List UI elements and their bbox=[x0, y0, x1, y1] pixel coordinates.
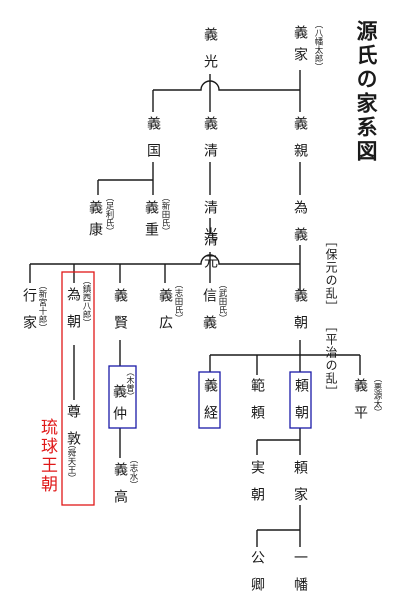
highlight-yoshitsune bbox=[198, 371, 221, 429]
yoriie: 頼家 bbox=[292, 460, 308, 514]
yoshiie: 義家 bbox=[292, 25, 308, 69]
sonton: 尊敦 bbox=[65, 404, 81, 458]
yoshitsune: 義経 bbox=[202, 378, 218, 432]
yoshitaka-note: （志水） bbox=[128, 455, 138, 489]
yoshikata: 義賢 bbox=[112, 288, 128, 342]
ryukyu-dynasty-label: 琉球王朝 bbox=[37, 418, 57, 494]
yoshiyasu-note: （足利氏） bbox=[104, 193, 114, 236]
heiji-rebellion: ［平治の乱］ bbox=[324, 320, 338, 398]
yukiie-note: （新宮十郎） bbox=[37, 281, 47, 332]
ryukyu-box bbox=[61, 271, 95, 506]
yoshiie-note: （八幡太郎） bbox=[313, 20, 323, 71]
yoshihiro: 義広 bbox=[157, 288, 173, 342]
diagram-title: 源氏の家系図 bbox=[354, 20, 379, 164]
yoshitaka: 義高 bbox=[112, 462, 128, 516]
yoritomo: 頼朝 bbox=[293, 378, 309, 432]
tametomo-note: （鎮西八郎） bbox=[81, 276, 91, 327]
noriyori: 範頼 bbox=[249, 378, 265, 432]
yoshishige-note: （新田氏） bbox=[160, 193, 170, 236]
yoshihiro-note: （志田氏） bbox=[173, 280, 183, 323]
yoshimitsu: 義光 bbox=[202, 27, 218, 81]
tameyoshi: 為義 bbox=[292, 200, 308, 254]
ichiman: 一幡 bbox=[292, 550, 308, 604]
tametomo: 為朝 bbox=[65, 287, 81, 341]
nobuyoshi-note: （武田氏） bbox=[217, 280, 227, 323]
yoshitomo: 義朝 bbox=[292, 288, 308, 342]
yoshiyasu: 義康 bbox=[87, 200, 103, 244]
highlight-yoshinaka bbox=[108, 365, 137, 429]
sanetomo: 実朝 bbox=[249, 460, 265, 514]
yoshishige: 義重 bbox=[143, 200, 159, 244]
yoshinaka-note: （木曽） bbox=[126, 368, 135, 400]
kugyo: 公卿 bbox=[249, 550, 265, 604]
sonton-note: （舜天王） bbox=[66, 440, 76, 483]
hogen-rebellion: ［保元の乱］ bbox=[324, 235, 338, 313]
nobuyoshi: 信義 bbox=[201, 288, 217, 342]
yukiie: 行家 bbox=[21, 288, 37, 342]
highlight-yoritomo bbox=[289, 371, 312, 429]
yoshinaka: 義仲 bbox=[111, 384, 127, 428]
yoshihira: 義平 bbox=[352, 378, 368, 432]
yoshikuni: 義国 bbox=[145, 116, 161, 170]
kiyomoto: 清元 bbox=[202, 232, 218, 276]
yoshihira-note: （悪源太） bbox=[372, 374, 382, 417]
yoshichika: 義親 bbox=[292, 116, 308, 170]
yoshikiyo: 義清 bbox=[202, 116, 218, 170]
kiyomitsu: 清光 bbox=[202, 200, 218, 254]
